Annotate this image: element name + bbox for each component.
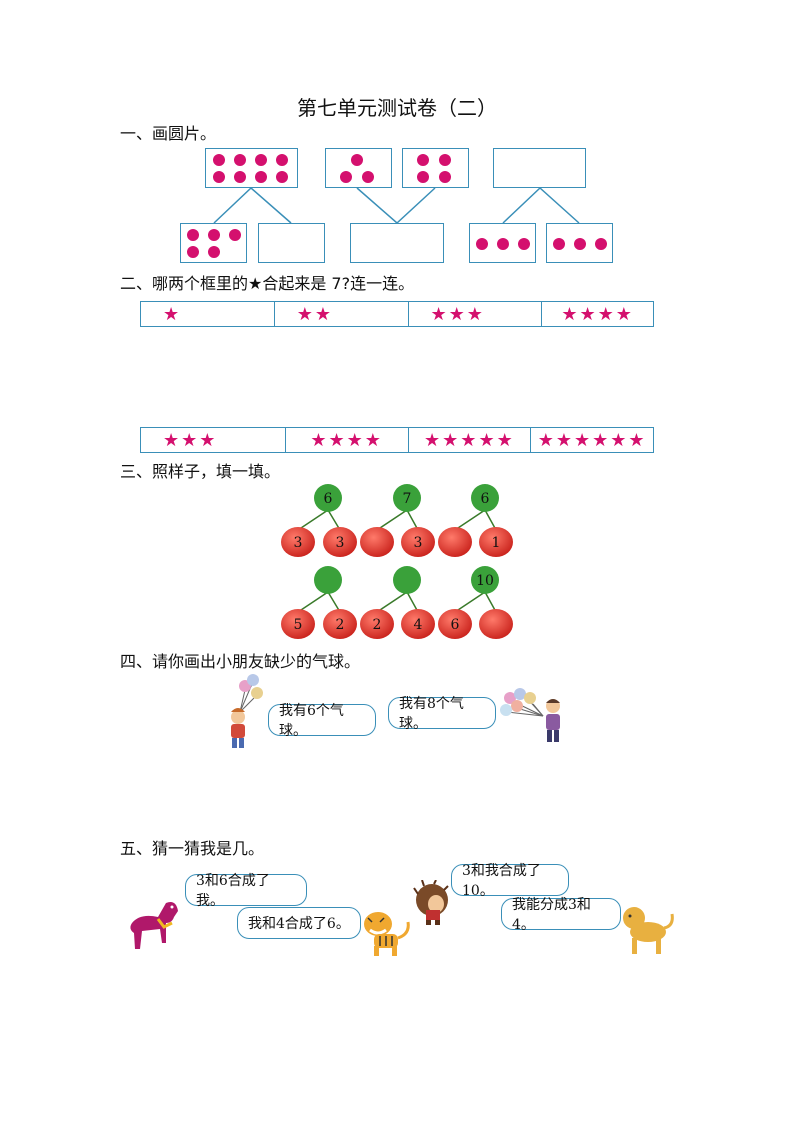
section-1-heading: 一、画圆片。 (120, 124, 217, 143)
tree-connectors (213, 186, 580, 225)
apple-number: 6 (451, 617, 460, 633)
box-top-8 (205, 148, 298, 188)
apple-group-5: 2 4 (360, 566, 435, 639)
apple-number: 3 (336, 535, 345, 551)
apple-group-6: 10 6 (438, 566, 513, 639)
leaf-number: 10 (476, 573, 494, 589)
apple-group-2: 7 3 (360, 484, 435, 557)
apple-number: 4 (414, 617, 423, 633)
star-row-top: ★ ★★ ★★★ ★★★★ (140, 301, 654, 327)
star-cell-4[interactable]: ★★★★ (561, 303, 634, 325)
star-cell-3[interactable]: ★★★ (409, 302, 543, 326)
star-cell-3[interactable]: ★★★ (141, 428, 286, 452)
horse-icon (130, 902, 178, 949)
star-cell-5[interactable]: ★★★★★ (409, 428, 532, 452)
lion-icon (623, 907, 674, 954)
horse-speech-bubble: 3和6合成了我。 (185, 873, 307, 909)
section-4-heading: 四、请你画出小朋友缺少的气球。 (120, 652, 361, 671)
apple-group-3: 6 1 (438, 484, 513, 557)
section-2-heading: 二、哪两个框里的★合起来是 7?连一连。 (120, 274, 415, 293)
apple-number: 2 (336, 617, 345, 633)
section-3-heading: 三、照样子，填一填。 (120, 462, 281, 481)
answer-box[interactable] (350, 223, 444, 263)
section-5-heading: 五、猜一猜我是几。 (120, 839, 265, 858)
leaf-number: 7 (403, 491, 412, 507)
apple-row-1: 6 3 3 7 3 6 1 (281, 484, 513, 557)
star-cell-6[interactable]: ★★★★★★ (537, 429, 647, 451)
tiger-speech-bubble: 我和4合成了6。 (237, 907, 361, 939)
girl-with-balloons-icon (500, 688, 560, 742)
leaf-number: 6 (324, 491, 333, 507)
answer-box[interactable] (258, 223, 325, 263)
star-cell-2[interactable]: ★★ (275, 302, 409, 326)
leaf-number: 6 (481, 491, 490, 507)
answer-box[interactable] (493, 148, 586, 188)
hedgehog-icon (413, 880, 449, 925)
box-left-3 (469, 223, 536, 263)
apple-pairs: 6 3 3 7 3 6 1 5 (281, 484, 513, 639)
apple-number: 5 (294, 617, 303, 633)
tiger-icon (364, 912, 410, 956)
apple-group-1: 6 3 3 (281, 484, 357, 557)
box-left-3 (325, 148, 392, 188)
boy-with-balloons-icon (231, 674, 263, 748)
left-speech-bubble: 我有6个气球。 (268, 703, 376, 739)
apple-number: 3 (414, 535, 423, 551)
star-cell-4[interactable]: ★★★★ (286, 428, 409, 452)
box-right-3 (546, 223, 613, 263)
apple-number: 2 (373, 617, 382, 633)
page-title: 第七单元测试卷（二） (297, 96, 497, 120)
star-row-bottom: ★★★ ★★★★ ★★★★★ ★★★★★★ (140, 427, 654, 453)
box-left-3 (180, 223, 247, 263)
apple-group-4: 5 2 (281, 566, 357, 639)
hedgehog-speech-bubble: 3和我合成了10。 (451, 863, 569, 899)
lion-speech-bubble: 我能分成3和4。 (501, 897, 621, 933)
apple-number: 1 (492, 535, 501, 551)
box-right-4 (402, 148, 469, 188)
apple-row-2: 5 2 2 4 10 6 (281, 566, 513, 639)
right-speech-bubble: 我有8个气球。 (388, 696, 496, 732)
apple-number: 3 (294, 535, 303, 551)
star-cell-1[interactable]: ★ (141, 302, 275, 326)
